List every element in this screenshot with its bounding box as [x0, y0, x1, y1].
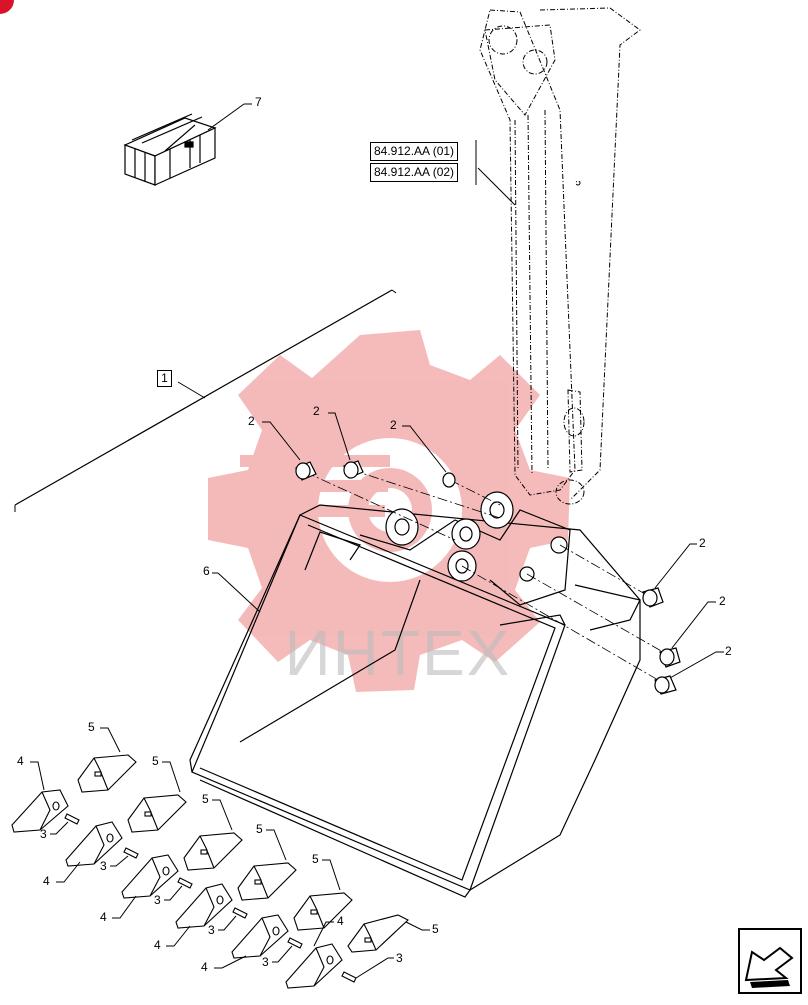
callout-2c: 2: [390, 418, 397, 432]
callout-2b: 2: [313, 404, 320, 418]
leader-7: [207, 103, 245, 131]
callout-4a: 4: [17, 754, 24, 768]
leader-ref: [477, 167, 516, 206]
callout-2d: 2: [699, 536, 706, 550]
pin-center-lines: [304, 469, 671, 685]
callout-3e: 3: [262, 955, 269, 969]
callout-4b: 4: [43, 874, 50, 888]
dipper-arm: [479, 7, 641, 505]
callout-3d: 3: [208, 923, 215, 937]
callout-2f: 2: [725, 644, 732, 658]
reference-link-01[interactable]: 84.912.AA (01): [370, 142, 459, 161]
parts-kit-box: [123, 113, 217, 186]
callout-5d: 5: [256, 822, 263, 836]
adapter-leaders: [30, 761, 334, 969]
assembly-label: 1: [157, 370, 172, 387]
callout-3a: 3: [40, 827, 47, 841]
callout-5f: 5: [432, 922, 439, 936]
callout-5a: 5: [88, 720, 95, 734]
callout-3c: 3: [154, 893, 161, 907]
assembly-line-end: [391, 289, 397, 294]
callout-5e: 5: [312, 852, 319, 866]
callout-3b: 3: [100, 859, 107, 873]
callout-7: 7: [255, 95, 262, 109]
callout-6: 6: [203, 564, 210, 578]
bucket-leader: [217, 572, 261, 613]
retaining-pins: [64, 813, 357, 983]
callout-3f: 3: [396, 951, 403, 965]
next-page-button[interactable]: [738, 928, 802, 994]
assembly-leader: [177, 381, 206, 399]
tooth-leaders: [100, 727, 430, 931]
callout-2a: 2: [248, 414, 255, 428]
callout-4c: 4: [100, 910, 107, 924]
bushing-parts: [295, 460, 681, 695]
bushing-leaders: [262, 412, 724, 679]
callout-4d: 4: [154, 938, 161, 952]
watermark-text: ИНТЕХ: [285, 617, 512, 689]
bucket: [189, 504, 641, 898]
tooth-adapters: [11, 789, 343, 989]
reference-link-02[interactable]: 84.912.AA (02): [370, 163, 459, 182]
callout-5c: 5: [202, 792, 209, 806]
bucket-teeth: [77, 754, 409, 953]
callout-4f: 4: [337, 914, 344, 928]
next-page-arrow-icon: [744, 946, 794, 988]
pin-leaders: [50, 821, 394, 979]
callout-2e: 2: [719, 594, 726, 608]
corner-badge-icon: [0, 0, 14, 14]
callout-4e: 4: [201, 960, 208, 974]
callout-5b: 5: [152, 754, 159, 768]
